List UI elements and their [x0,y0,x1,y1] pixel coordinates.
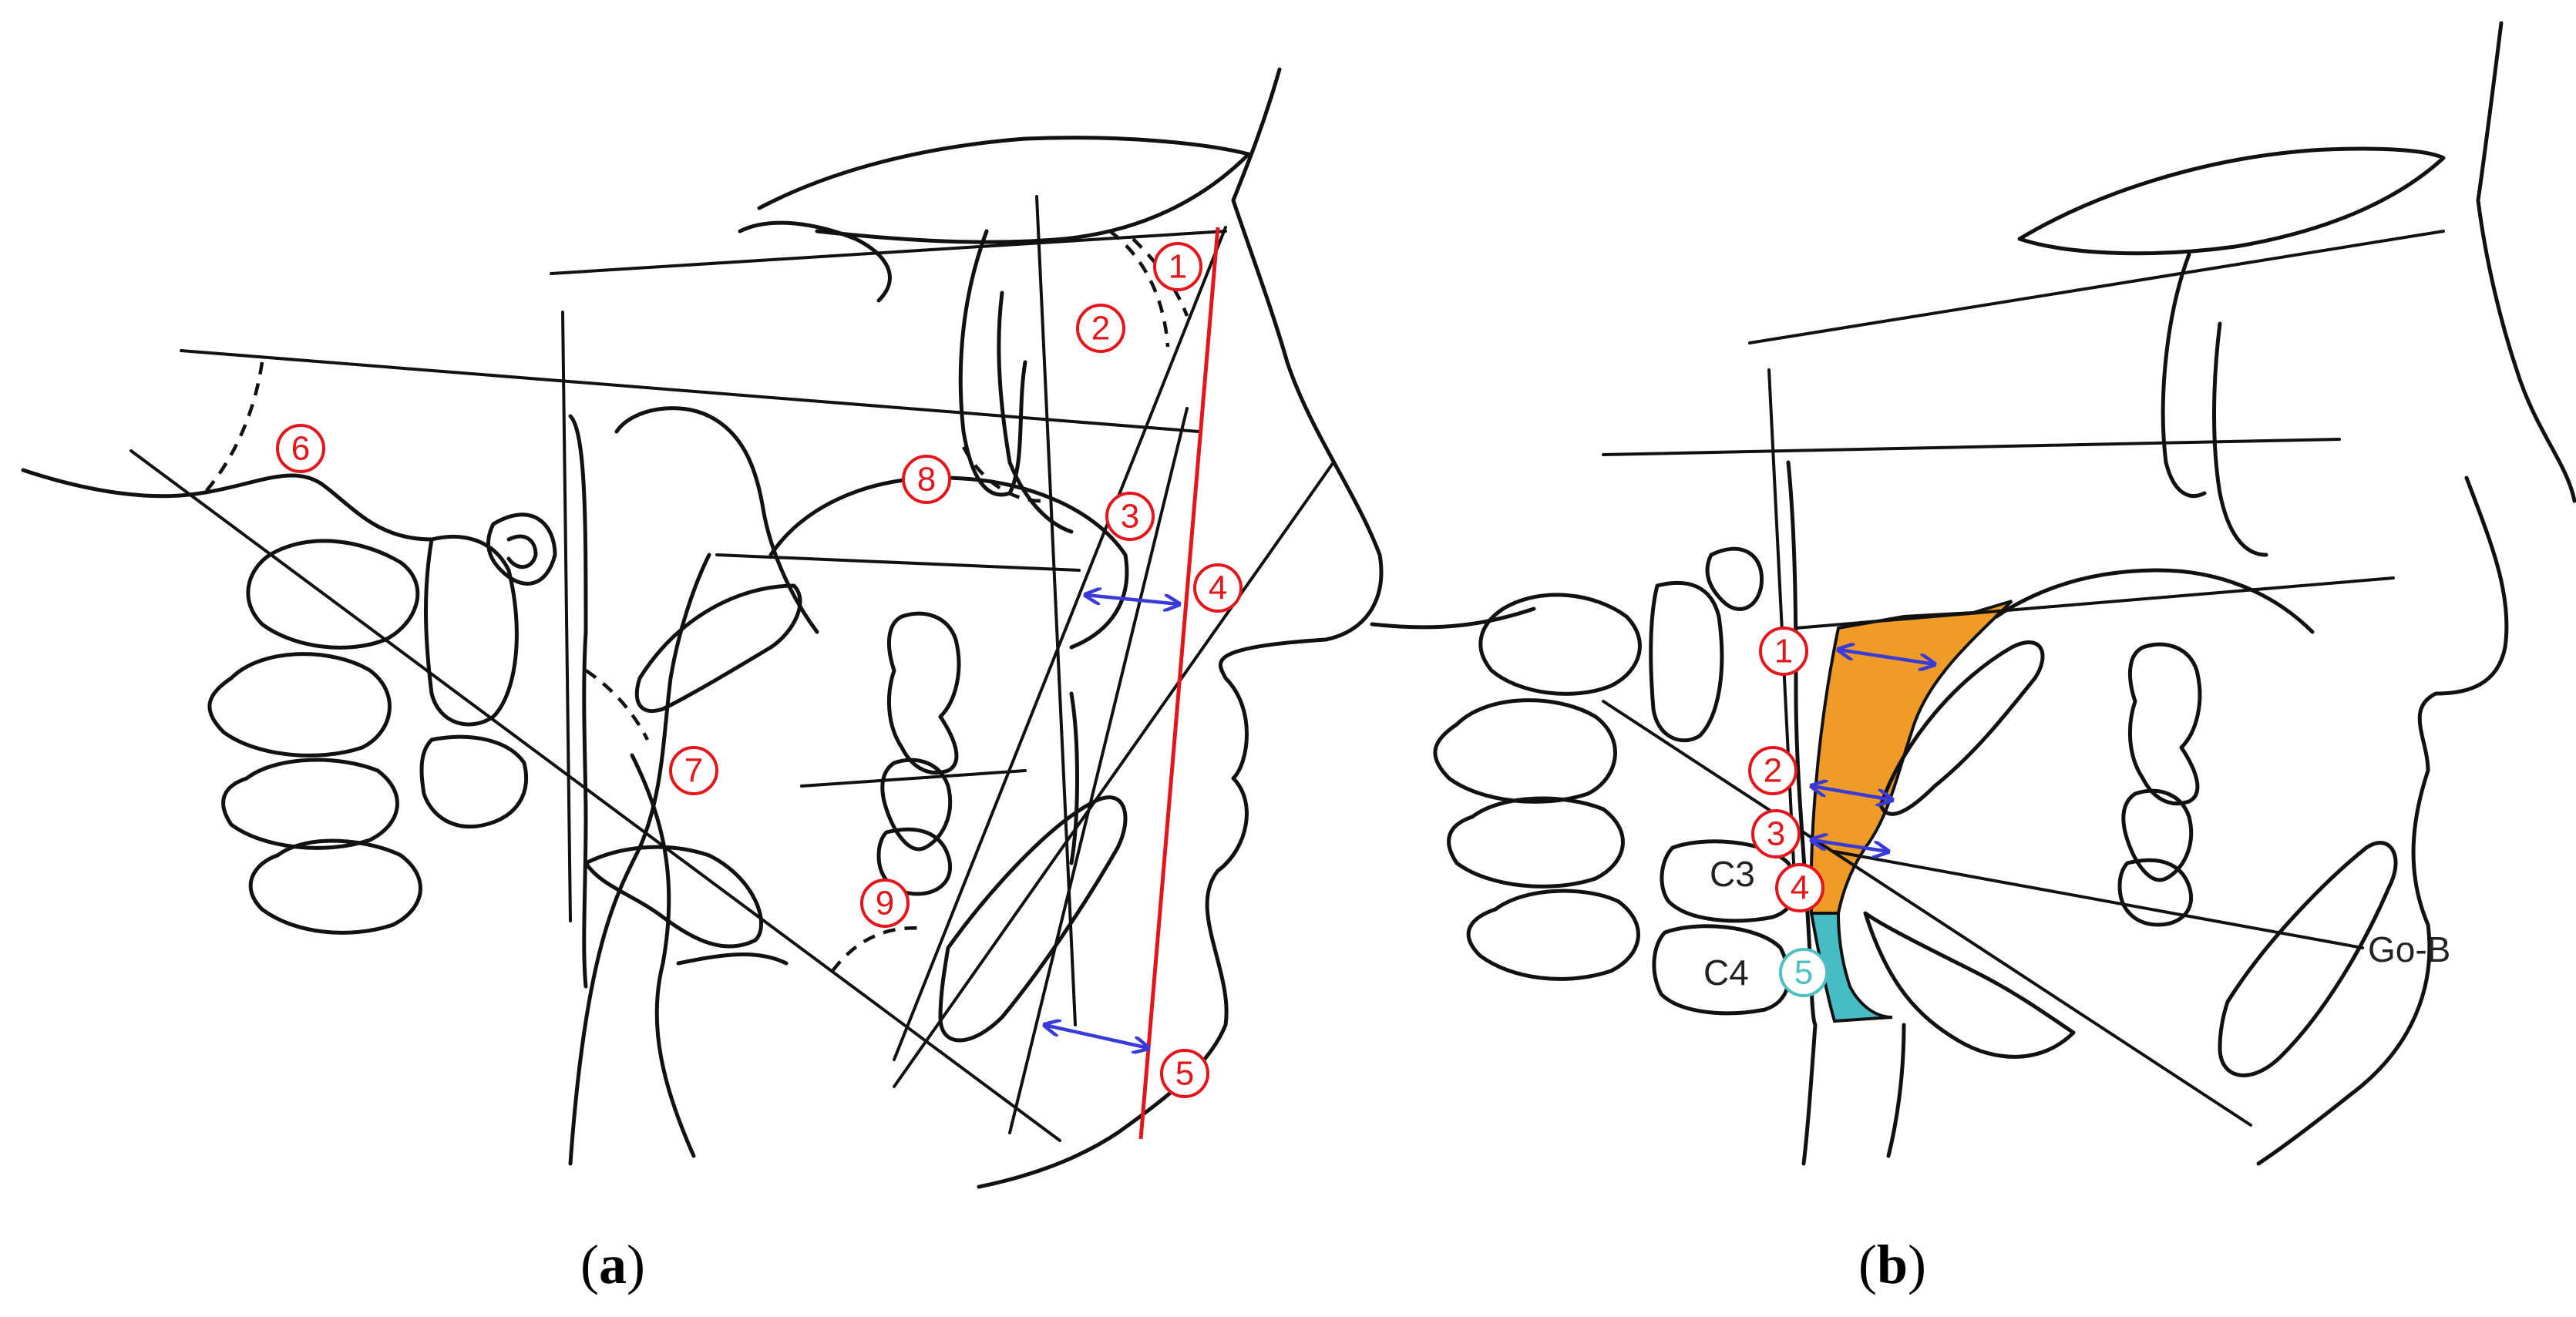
svg-text:3: 3 [1767,815,1785,853]
vertebra-label-c4: C4 [1703,952,1749,993]
panel-a-markers: 1 2 3 4 5 6 7 8 9 [276,242,1243,1098]
svg-text:1: 1 [1774,633,1793,670]
svg-text:4: 4 [1209,569,1227,607]
airway-marker-2: 2 [1748,746,1797,795]
marker-9: 9 [860,879,910,928]
airway-marker-3: 3 [1751,809,1801,858]
angle-arc-9 [831,926,926,973]
panel-a-angle-arcs [203,230,1189,973]
go-b-line-label: Go-B [2368,929,2450,969]
svg-text:6: 6 [291,430,310,468]
marker-7: 7 [669,746,718,795]
marker-8: 8 [902,455,951,504]
vertebra-label-c3: C3 [1710,854,1755,894]
svg-text:7: 7 [684,752,703,790]
marker-4: 4 [1193,563,1243,613]
panel-a-reference-lines [129,195,1335,1142]
svg-text:3: 3 [1121,498,1139,536]
marker-1: 1 [1153,242,1202,291]
marker-3: 3 [1105,492,1155,541]
airway-marker-4: 4 [1775,863,1824,912]
panel-b-labels: C3 C4 Go-B [1703,854,2450,993]
panel-a-caption: (a) [580,1234,645,1295]
angle-arc-8 [961,445,1041,503]
airway-arrow-1 [1838,650,1935,664]
marker-6: 6 [276,424,325,473]
angle-arc-7 [584,669,650,741]
svg-text:5: 5 [1794,954,1813,992]
svg-text:9: 9 [876,885,894,922]
measure-arrow-5 [1044,1025,1148,1048]
airway-marker-5: 5 [1779,948,1828,997]
angle-arc-2 [1108,230,1170,348]
measure-arrow-4 [1085,595,1179,604]
panel-b-measure-arrows [1811,650,1935,852]
svg-text:2: 2 [1764,752,1782,790]
svg-text:2: 2 [1091,310,1110,348]
panel-b-skull-outline [1370,21,2576,1166]
svg-text:5: 5 [1175,1055,1194,1093]
airway-arrow-3 [1811,840,1888,852]
airway-marker-1: 1 [1759,627,1808,676]
panel-a-red-reference-line [1138,227,1220,1140]
svg-text:1: 1 [1169,248,1187,286]
svg-text:4: 4 [1791,869,1809,907]
panel-a: 1 2 3 4 5 6 7 8 9 (a) [21,67,1384,1295]
angle-arc-6 [203,361,264,495]
airway-arrow-2 [1811,786,1892,800]
marker-5: 5 [1160,1049,1209,1098]
panel-b: 1 2 3 4 5 C3 C4 Go-B (b) [1370,21,2576,1295]
marker-2: 2 [1076,304,1125,353]
panel-b-caption: (b) [1858,1234,1926,1295]
panel-b-airway-regions [1809,600,2013,1023]
svg-text:8: 8 [917,461,936,499]
panel-b-markers: 1 2 3 4 5 [1748,627,1828,997]
panel-a-skull-outline [21,67,1384,1189]
panel-a-measure-arrows [1044,595,1179,1048]
